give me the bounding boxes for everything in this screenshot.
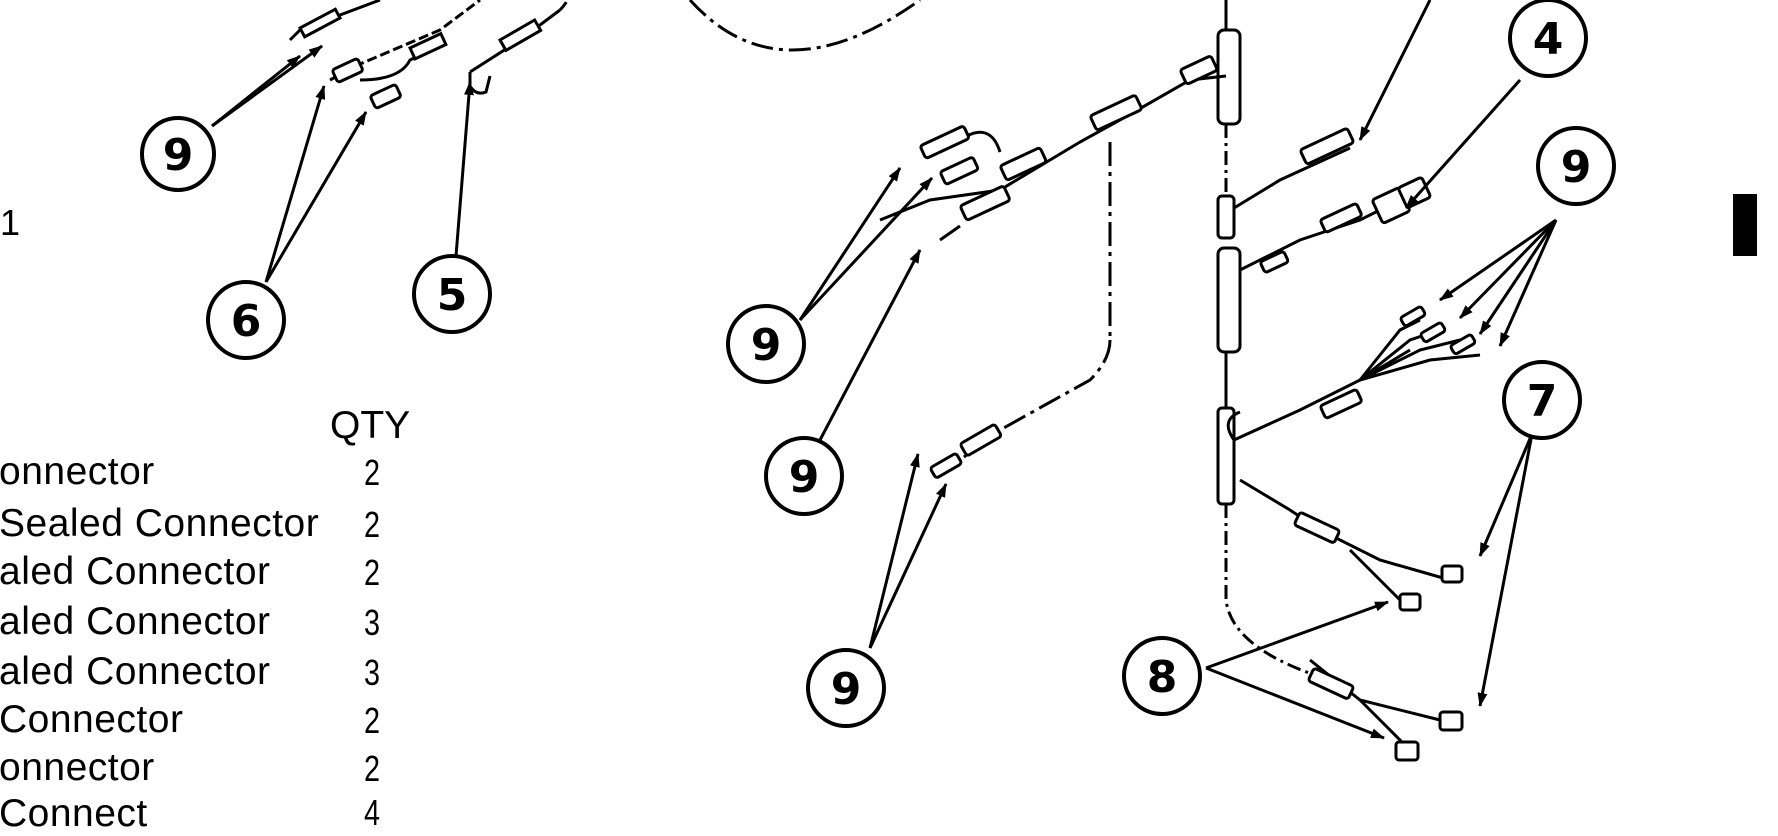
callout-label: 9 bbox=[789, 452, 820, 503]
callout-9b: 9 bbox=[726, 304, 806, 384]
part-description: aled Connector bbox=[0, 650, 271, 693]
part-description: aled Connector bbox=[0, 600, 271, 643]
page-number-fragment: 1 bbox=[0, 202, 21, 243]
harness-upper-left bbox=[288, 0, 570, 110]
callout-label: 5 bbox=[437, 270, 468, 321]
part-qty: 3 bbox=[364, 602, 381, 643]
callout-label: 9 bbox=[1561, 142, 1592, 193]
callout-9a: 9 bbox=[140, 116, 216, 192]
part-description: Connect bbox=[0, 792, 148, 835]
part-description: Sealed Connector bbox=[0, 502, 320, 545]
reference-circle-arc bbox=[688, 0, 921, 52]
callout-label: 4 bbox=[1533, 14, 1564, 65]
wiring-harness-diagram: 9 6 5 9 9 9 4 9 7 8 bbox=[140, 0, 1616, 762]
part-qty: 2 bbox=[364, 748, 381, 789]
part-qty: 2 bbox=[364, 552, 381, 593]
part-qty: 4 bbox=[364, 792, 381, 833]
callout-4: 4 bbox=[1508, 0, 1588, 78]
callout-label: 9 bbox=[831, 664, 862, 715]
leader-arrows bbox=[211, 0, 1558, 740]
part-description: Connector bbox=[0, 698, 184, 741]
callout-8: 8 bbox=[1122, 636, 1202, 716]
parts-table: QTY onnector 2 Sealed Connector 2 aled C… bbox=[0, 404, 411, 835]
callout-7: 7 bbox=[1502, 360, 1582, 440]
part-qty: 2 bbox=[364, 452, 381, 493]
callout-9d: 9 bbox=[806, 648, 886, 728]
callout-label: 9 bbox=[163, 130, 194, 181]
callout-label: 8 bbox=[1147, 652, 1178, 703]
callout-label: 7 bbox=[1527, 376, 1558, 427]
part-description: onnector bbox=[0, 746, 155, 789]
part-description: onnector bbox=[0, 450, 155, 493]
qty-header: QTY bbox=[330, 404, 411, 447]
part-description: aled Connector bbox=[0, 550, 271, 593]
harness-main-trunk bbox=[879, 0, 1481, 762]
part-qty: 2 bbox=[364, 504, 381, 545]
edge-marker-bar bbox=[1733, 194, 1757, 256]
callout-5: 5 bbox=[412, 254, 492, 334]
callout-label: 9 bbox=[751, 320, 782, 371]
callout-label: 6 bbox=[231, 296, 262, 347]
callout-6: 6 bbox=[206, 280, 286, 360]
part-qty: 3 bbox=[364, 652, 381, 693]
part-qty: 2 bbox=[364, 700, 381, 741]
callout-9c: 9 bbox=[764, 436, 844, 516]
callout-9e: 9 bbox=[1536, 126, 1616, 206]
